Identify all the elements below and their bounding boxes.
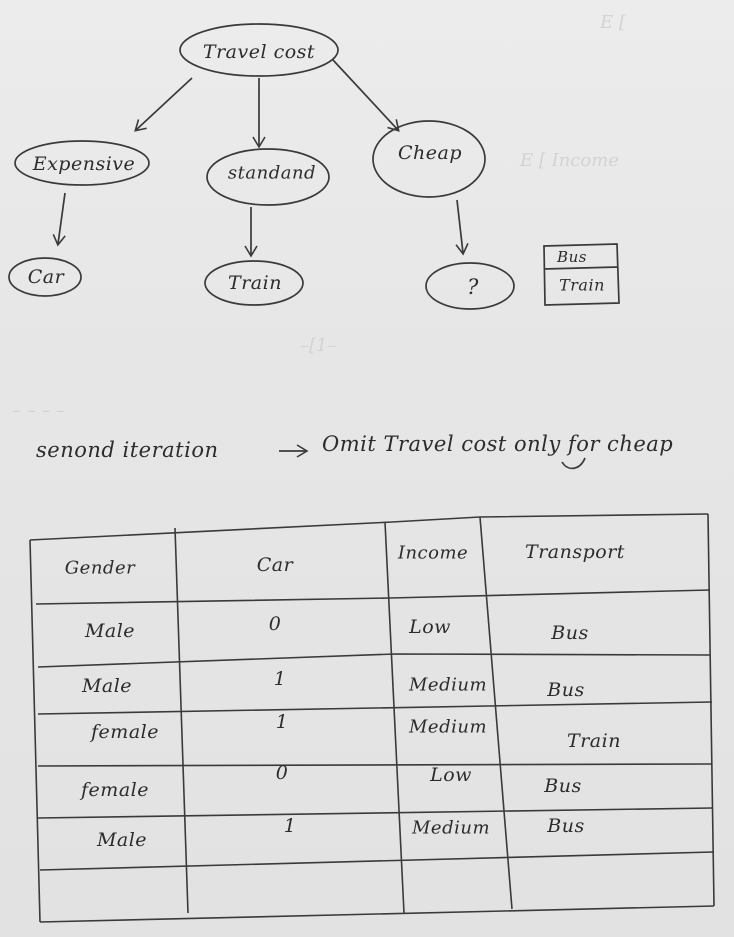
leaf-node-oval	[425, 262, 515, 310]
root-node-label: Travel cost	[202, 41, 316, 63]
show-through-mark: –[1–	[300, 335, 337, 356]
table-cell: female	[81, 779, 149, 801]
table-cell: Medium	[411, 817, 491, 839]
show-through-mark: E [	[600, 12, 626, 33]
leaf-label-car: Car	[27, 266, 65, 288]
table-cell: 0	[268, 613, 282, 635]
show-through-mark: – – – –	[12, 400, 66, 421]
candidate-train: Train	[559, 275, 605, 295]
table-cell: 0	[275, 762, 289, 784]
table-cell: Low	[430, 764, 472, 786]
table-cell: Bus	[551, 622, 589, 644]
table-cell: female	[91, 721, 159, 743]
table-cell: 1	[273, 668, 287, 690]
table-header-transport: Transport	[525, 541, 625, 563]
table-header-car: Car	[256, 554, 294, 576]
table-cell: Male	[84, 620, 136, 642]
table-cell: Low	[409, 616, 451, 638]
table-cell: Bus	[544, 775, 582, 797]
table-header-income: Income	[397, 542, 469, 564]
table-grid	[29, 513, 715, 923]
table-cell: Medium	[408, 674, 488, 696]
branch-label-standard: standand	[227, 162, 317, 184]
leaf-label-unknown: ?	[467, 275, 479, 299]
table-cell: Bus	[547, 815, 585, 837]
table-cell: 1	[283, 815, 297, 837]
leaf-node-oval	[8, 257, 82, 297]
tree-edge-arrow	[52, 192, 66, 247]
tree-edge-arrow	[455, 199, 469, 256]
branch-node-oval	[14, 140, 150, 186]
sentence-squiggle	[561, 457, 586, 470]
note-part1: senond iteration	[36, 438, 219, 462]
candidate-bus: Bus	[557, 248, 587, 266]
branch-label-expensive: Expensive	[32, 153, 136, 175]
table-cell: Male	[96, 829, 148, 851]
note-part2: Omit Travel cost only for cheap	[322, 432, 674, 456]
show-through-mark: E [ Income	[520, 150, 619, 171]
table-cell: Male	[81, 675, 133, 697]
leaf-label-train: Train	[228, 272, 282, 294]
branch-node-oval	[206, 148, 330, 206]
branch-node-oval	[372, 120, 486, 198]
leaf-node-oval	[204, 260, 304, 306]
table-cell: Bus	[547, 679, 585, 701]
branch-label-cheap: Cheap	[397, 142, 463, 164]
table-header-gender: Gender	[64, 557, 136, 579]
candidates-box	[543, 243, 620, 306]
table-cell: Medium	[408, 716, 488, 738]
table-cell: 1	[275, 711, 289, 733]
tree-edge-arrow	[332, 59, 400, 132]
root-node-oval	[179, 23, 339, 77]
table-cell: Train	[567, 730, 621, 752]
tree-edge-arrow	[134, 77, 193, 132]
